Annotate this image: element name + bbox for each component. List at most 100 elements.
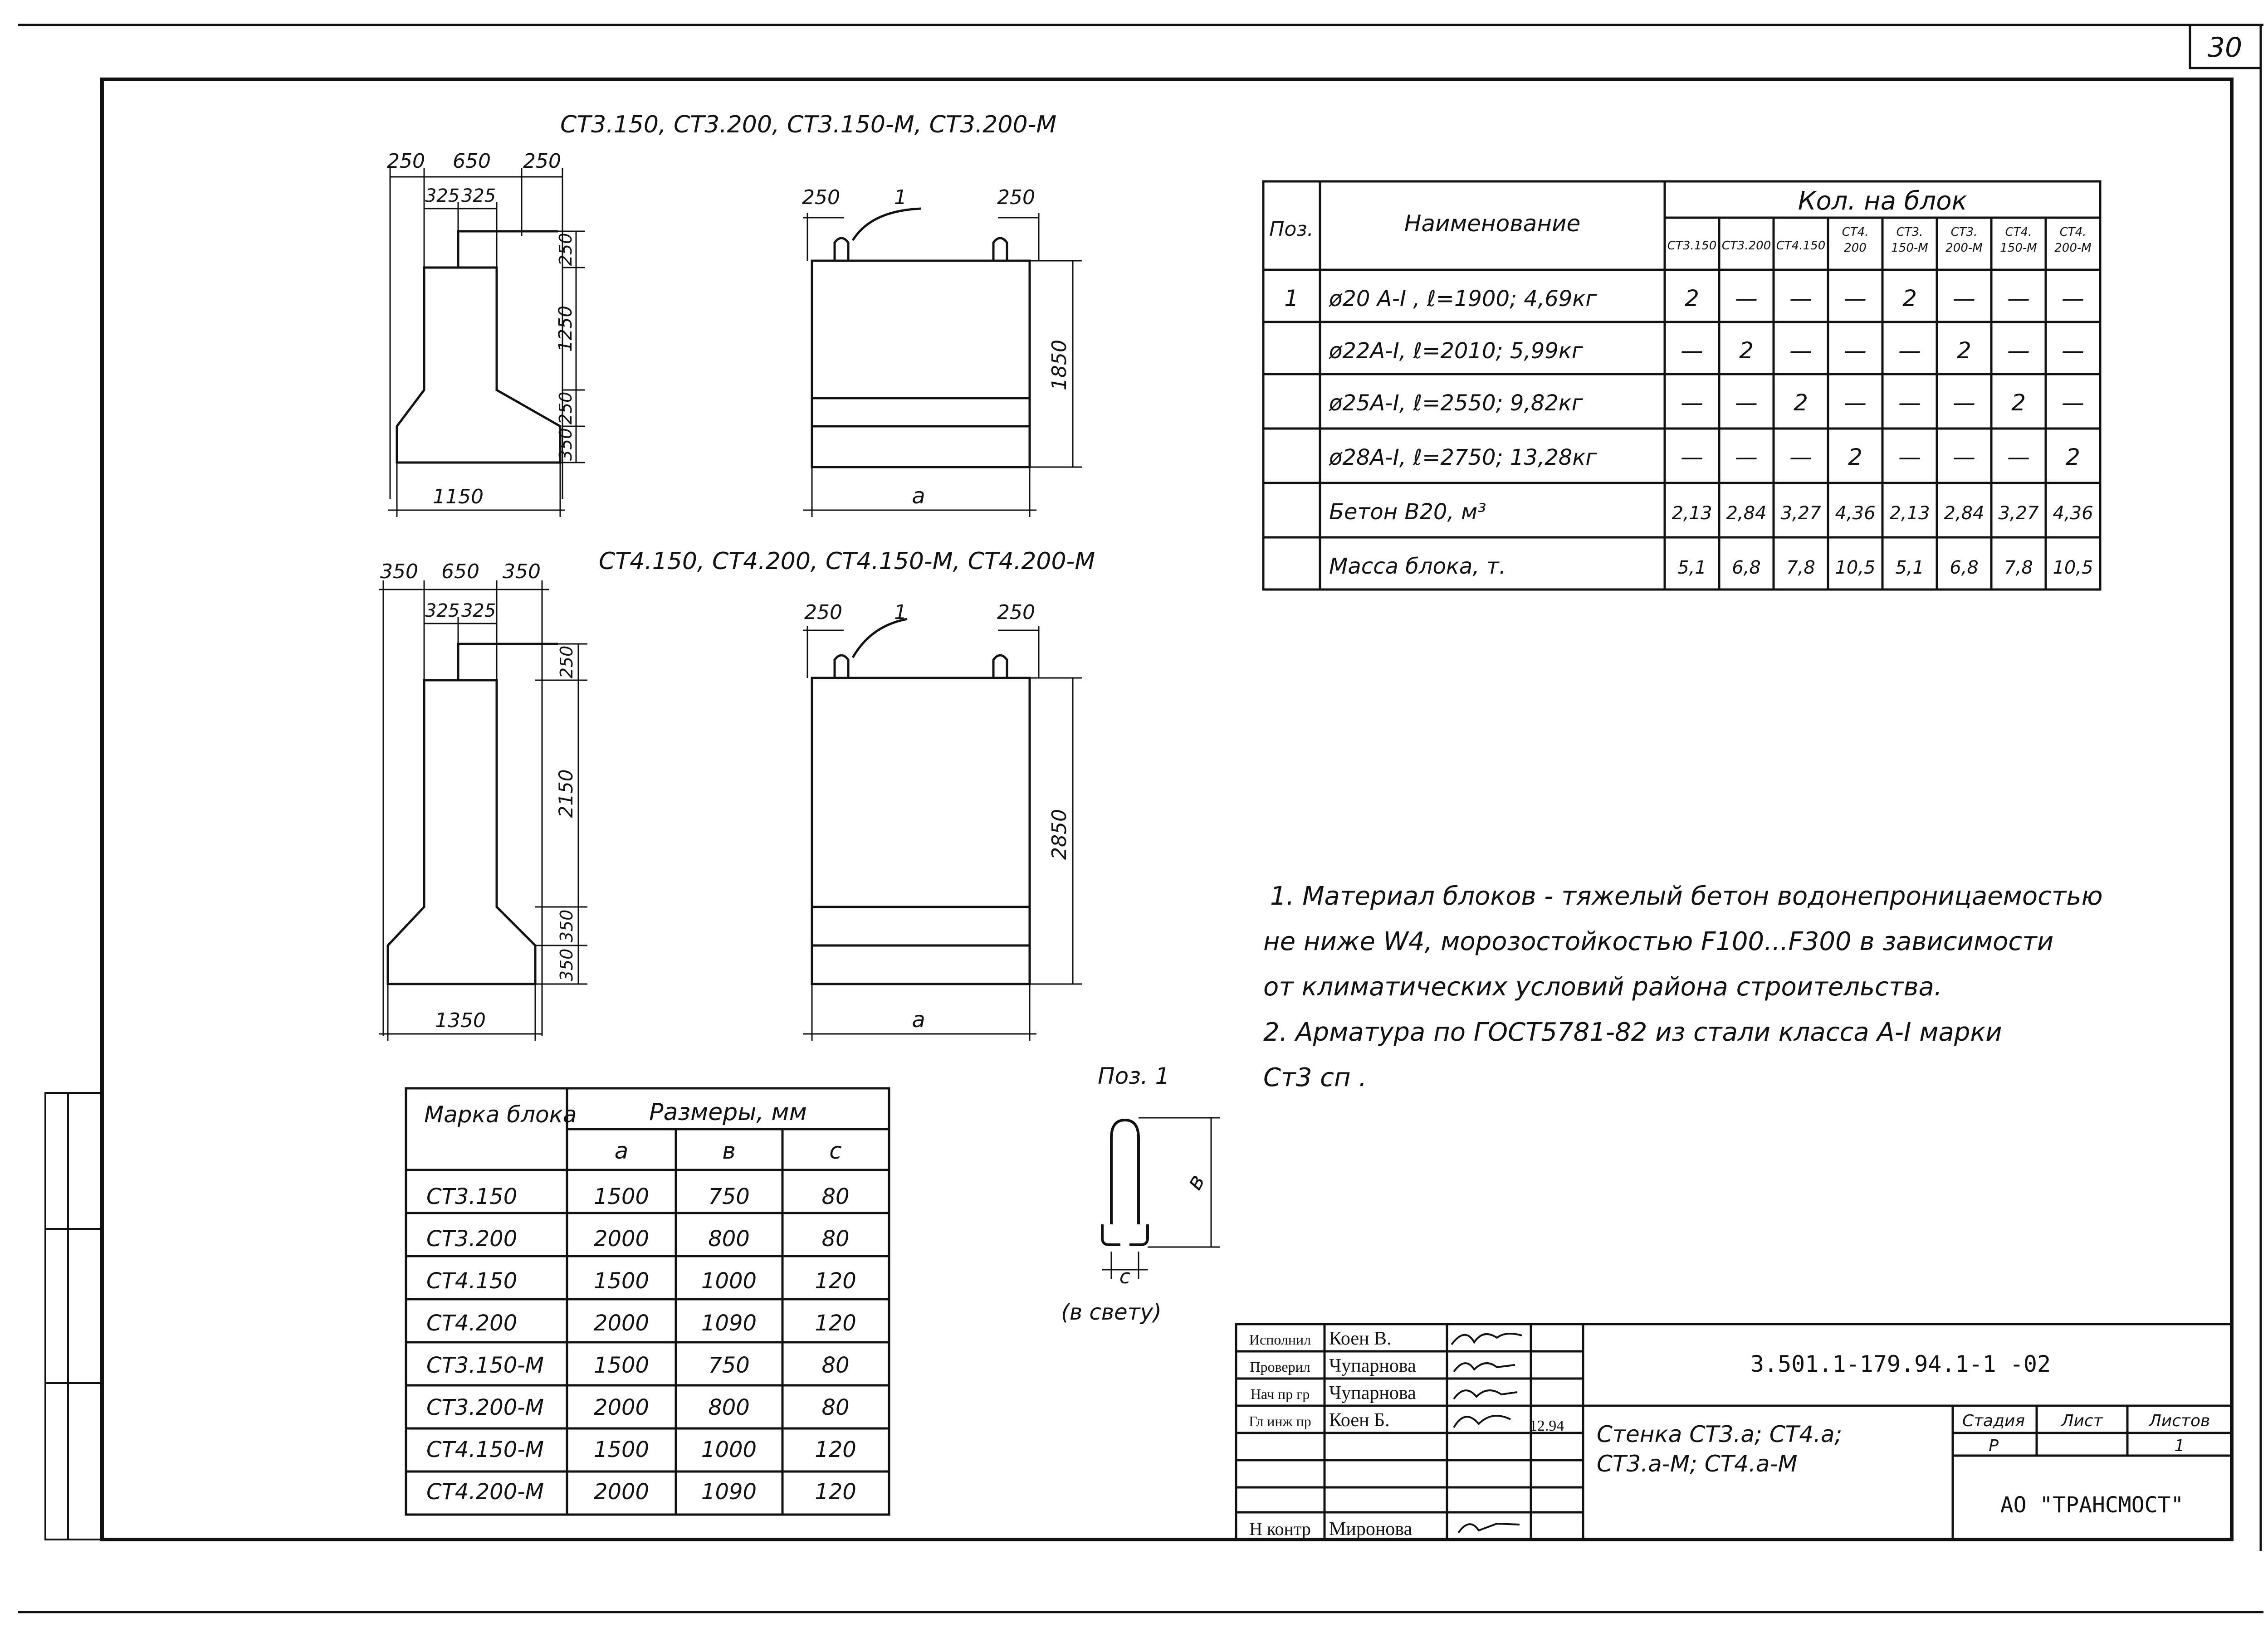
ct4-dim-top-2: 650 <box>441 560 479 583</box>
ct4-front-dim-tr: 250 <box>997 601 1035 624</box>
ct4-front-dimlines <box>803 626 1082 1041</box>
ct4-dim-top-3: 350 <box>503 560 541 583</box>
frame <box>18 24 2263 1613</box>
dim-row-a: 2000 <box>594 1226 649 1252</box>
title-block-grid <box>1235 1323 2233 1541</box>
dim-row-b: 1000 <box>701 1437 757 1462</box>
dim-row-b: 1090 <box>701 1311 757 1336</box>
tb-sheet-label: Лист <box>2060 1412 2103 1430</box>
tb-sheets-value: 1 <box>2175 1437 2185 1455</box>
ct4-front-label: 1 <box>894 601 907 624</box>
dim-row-c: 80 <box>821 1184 849 1209</box>
spec-subheader: 200-М <box>1945 241 1982 255</box>
tb-name: Миронова <box>1329 1519 1413 1540</box>
spec-row-value: 2 <box>1957 337 1971 364</box>
spec-row-value: 6,8 <box>1732 557 1761 578</box>
dim-row-mark: СТ3.150 <box>426 1184 517 1209</box>
spec-row-value: 3,27 <box>1998 503 2039 524</box>
ct4-side-dimlines <box>379 580 587 1041</box>
spec-row-value: 2,13 <box>1672 503 1712 524</box>
spec-row-value: — <box>2007 285 2030 312</box>
dim-col-mark: Марка блока <box>424 1101 577 1128</box>
spec-row-value: 10,5 <box>2053 557 2093 578</box>
ct4-dim-right-4: 350 <box>557 949 577 982</box>
spec-row-value: 10,5 <box>1835 557 1875 578</box>
dim-row-a: 1500 <box>594 1437 649 1462</box>
spec-row-value: 2 <box>1739 337 1754 364</box>
dim-table-grid <box>405 1087 890 1516</box>
ct4-front-dim-right: 2850 <box>1048 809 1071 860</box>
ct3-front-dim-tl: 250 <box>802 186 840 209</box>
spec-row-value: 4,36 <box>2053 503 2093 524</box>
spec-row-value: — <box>1898 390 1921 416</box>
spec-row-value: 5,1 <box>1895 557 1924 578</box>
spec-row-value: — <box>1735 390 1758 416</box>
dim-sub-b: в <box>722 1138 735 1164</box>
tb-name: Чупарнова <box>1329 1355 1416 1376</box>
tb-role: Н контр <box>1249 1519 1311 1539</box>
dim-row-mark: СТ4.150 <box>426 1268 517 1294</box>
dim-row-c: 120 <box>815 1311 856 1336</box>
dim-row-b: 1090 <box>701 1479 757 1505</box>
dim-sub-a: а <box>615 1138 629 1164</box>
spec-row-name: ø20 А-I , ℓ=1900; 4,69кг <box>1329 286 1597 312</box>
note-line: от климатических условий района строител… <box>1263 972 1942 1002</box>
ct3-dim-bottom: 1150 <box>433 485 484 508</box>
pos1-title: Поз. 1 <box>1098 1063 1169 1089</box>
dim-row-b: 800 <box>708 1226 750 1252</box>
spec-row-value: — <box>1789 444 1812 470</box>
spec-row-value: 2,13 <box>1889 503 1930 524</box>
tb-code: 3.501.1-179.94.1-1 -02 <box>1750 1351 2051 1377</box>
spec-row-value: — <box>1844 390 1867 416</box>
spec-row-value: — <box>1735 444 1758 470</box>
ct4-front-view <box>811 618 1031 985</box>
ct3-dim-top-1: 250 <box>387 150 425 173</box>
spec-row-value: 3,27 <box>1780 503 1821 524</box>
dim-row-c: 120 <box>815 1268 856 1294</box>
spec-subheader: СТ4. <box>2005 225 2032 239</box>
ct4-dim-bottom: 1350 <box>435 1009 486 1032</box>
top-view-title: СТ3.150, СТ3.200, СТ3.150-М, СТ3.200-М <box>560 111 1056 138</box>
spec-row-value: 2 <box>2011 390 2026 416</box>
spec-row-value: — <box>2062 337 2084 364</box>
ct3-dim-top-2: 650 <box>453 150 491 173</box>
spec-row-value: — <box>1898 444 1921 470</box>
ct4-dim-right-3: 350 <box>557 910 577 943</box>
spec-row-value: — <box>1953 390 1975 416</box>
ct3-front-dim-right: 1850 <box>1048 340 1071 390</box>
dim-col-sizes: Размеры, мм <box>649 1099 807 1126</box>
dim-row-c: 80 <box>821 1353 849 1378</box>
spec-row-value: 5,1 <box>1677 557 1706 578</box>
tb-name: Коен Б. <box>1329 1410 1390 1431</box>
spec-row-value: — <box>1735 285 1758 312</box>
spec-subheader: 200 <box>1844 241 1867 255</box>
dim-row-mark: СТ3.200-М <box>426 1395 544 1420</box>
ct3-side-dimlines <box>388 168 585 517</box>
ct4-dim-right-2: 2150 <box>555 770 577 818</box>
spec-row-name: Масса блока, т. <box>1329 554 1506 579</box>
pos1-dimlines <box>1102 1117 1220 1279</box>
bottom-view-title: СТ4.150, СТ4.200, СТ4.150-М, СТ4.200-М <box>599 548 1095 575</box>
ct3-dim-right-1: 250 <box>556 233 576 266</box>
ct4-dim-sub-2: 325 <box>461 600 496 621</box>
ct3-dim-right-3: 250 <box>556 392 576 425</box>
spec-row-value: 6,8 <box>1950 557 1979 578</box>
tb-role: Гл инж пр <box>1249 1413 1311 1429</box>
ct3-front-dim-tr: 250 <box>997 186 1035 209</box>
spec-subheader: 200-М <box>2054 241 2091 255</box>
spec-row-name: ø25А-I, ℓ=2550; 9,82кг <box>1329 390 1584 416</box>
spec-row-value: — <box>1898 337 1921 364</box>
spec-row-value: — <box>2007 444 2030 470</box>
spec-subheader: 150-М <box>1891 241 1928 255</box>
signatures <box>1451 1333 1522 1534</box>
dim-row-a: 1500 <box>594 1268 649 1294</box>
spec-row-value: — <box>1844 285 1867 312</box>
tb-stage-label: Стадия <box>1962 1412 2025 1430</box>
dim-row-c: 120 <box>815 1437 856 1462</box>
spec-row-value: — <box>1953 285 1975 312</box>
ct3-front-dim-bottom: а <box>912 483 925 509</box>
spec-row-name: ø28А-I, ℓ=2750; 13,28кг <box>1329 445 1597 470</box>
